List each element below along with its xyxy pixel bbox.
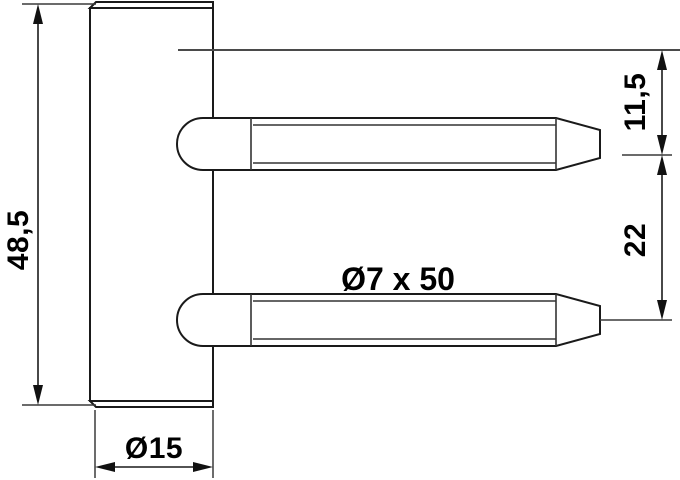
upper-pin-group [176, 117, 601, 171]
dim-arrowhead-d15-right [193, 462, 213, 472]
dim-arrowhead-11-5-top [657, 50, 667, 70]
upper-pin-outline [176, 117, 601, 171]
dimension-overall-height: 48,5 [2, 4, 43, 405]
dim-arrowhead-48-5-bottom [33, 385, 43, 405]
dim-label-48-5: 48,5 [2, 210, 35, 270]
dimension-top-offset: 11,5 [619, 50, 667, 155]
dimension-pin-spacing: 22 [619, 155, 667, 320]
dim-arrowhead-d15-left [95, 462, 115, 472]
dimension-plate-width: Ø15 [95, 432, 213, 472]
dim-arrowhead-48-5-top [33, 4, 43, 24]
mounting-plate-group [87, 1, 214, 408]
dim-label-11-5: 11,5 [619, 73, 652, 132]
lower-pin-group [176, 293, 601, 347]
dim-label-22: 22 [619, 223, 652, 257]
dim-arrowhead-11-5-bottom [657, 135, 667, 155]
dim-arrowhead-22-bottom [657, 300, 667, 320]
annotation-pin-spec: Ø7 x 50 [341, 261, 455, 297]
dim-label-d15: Ø15 [125, 432, 183, 465]
lower-pin-outline [176, 293, 601, 347]
dim-arrowhead-22-top [657, 155, 667, 175]
